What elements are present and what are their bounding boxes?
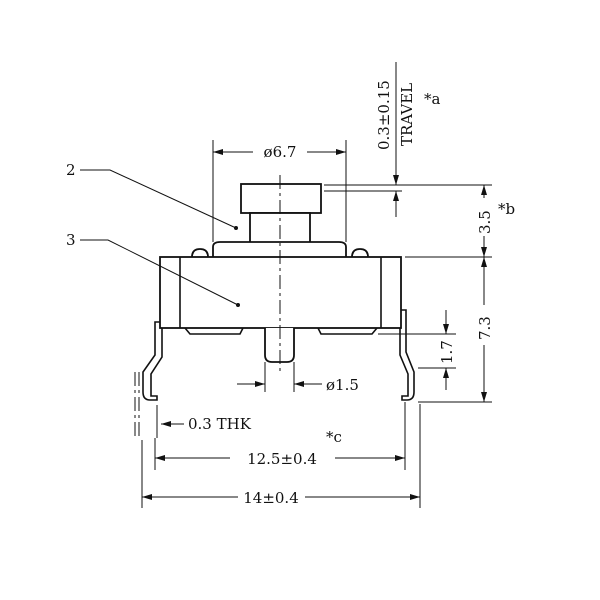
- callout-3: 3: [66, 231, 240, 307]
- dimension-body-height: 7.3: [418, 257, 494, 403]
- dimension-overall-width: 14±0.4: [141, 404, 421, 508]
- right-bump: [351, 248, 369, 258]
- right-foot-pad: [317, 327, 378, 335]
- travel-note: *a: [424, 90, 441, 108]
- dimension-text: 0.3 THK: [188, 415, 252, 433]
- dimension-lead-thickness: 0.3 THK: [134, 372, 252, 438]
- switch-housing: [159, 256, 402, 329]
- dimension-cap-height: 3.5 *b: [405, 185, 515, 258]
- left-lead: [142, 321, 163, 401]
- right-lead: [399, 309, 415, 401]
- dimension-text: ø1.5: [326, 376, 359, 394]
- dimension-travel: 0.3±0.15 TRAVEL *a: [324, 62, 492, 217]
- dimension-text: 12.5±0.4: [247, 450, 317, 468]
- lead-pitch-note: *c: [326, 428, 342, 446]
- dimension-post-length: 1.7: [378, 310, 456, 390]
- left-foot-pad: [184, 327, 244, 335]
- callout-label: 2: [66, 161, 76, 179]
- callout-label: 3: [66, 231, 76, 249]
- left-bump: [191, 248, 209, 258]
- switch-outline: [142, 175, 415, 401]
- dimension-text: 3.5: [476, 210, 494, 234]
- travel-label: TRAVEL: [398, 83, 416, 146]
- dimension-text: ø6.7: [264, 143, 297, 161]
- dimension-text: 14±0.4: [243, 489, 299, 507]
- dimension-lead-pitch: 12.5±0.4 *c: [154, 402, 406, 470]
- button-cap: [240, 183, 322, 214]
- callout-2: 2: [66, 161, 238, 230]
- dimension-text: 1.7: [438, 340, 456, 364]
- dimension-cap-diameter: ø6.7: [212, 140, 347, 242]
- cover-plate: [212, 241, 347, 257]
- dimension-text: 7.3: [476, 316, 494, 340]
- dimension-post-diameter: ø1.5: [237, 362, 359, 394]
- travel-value: 0.3±0.15: [375, 80, 393, 150]
- cap-height-note: *b: [498, 200, 515, 218]
